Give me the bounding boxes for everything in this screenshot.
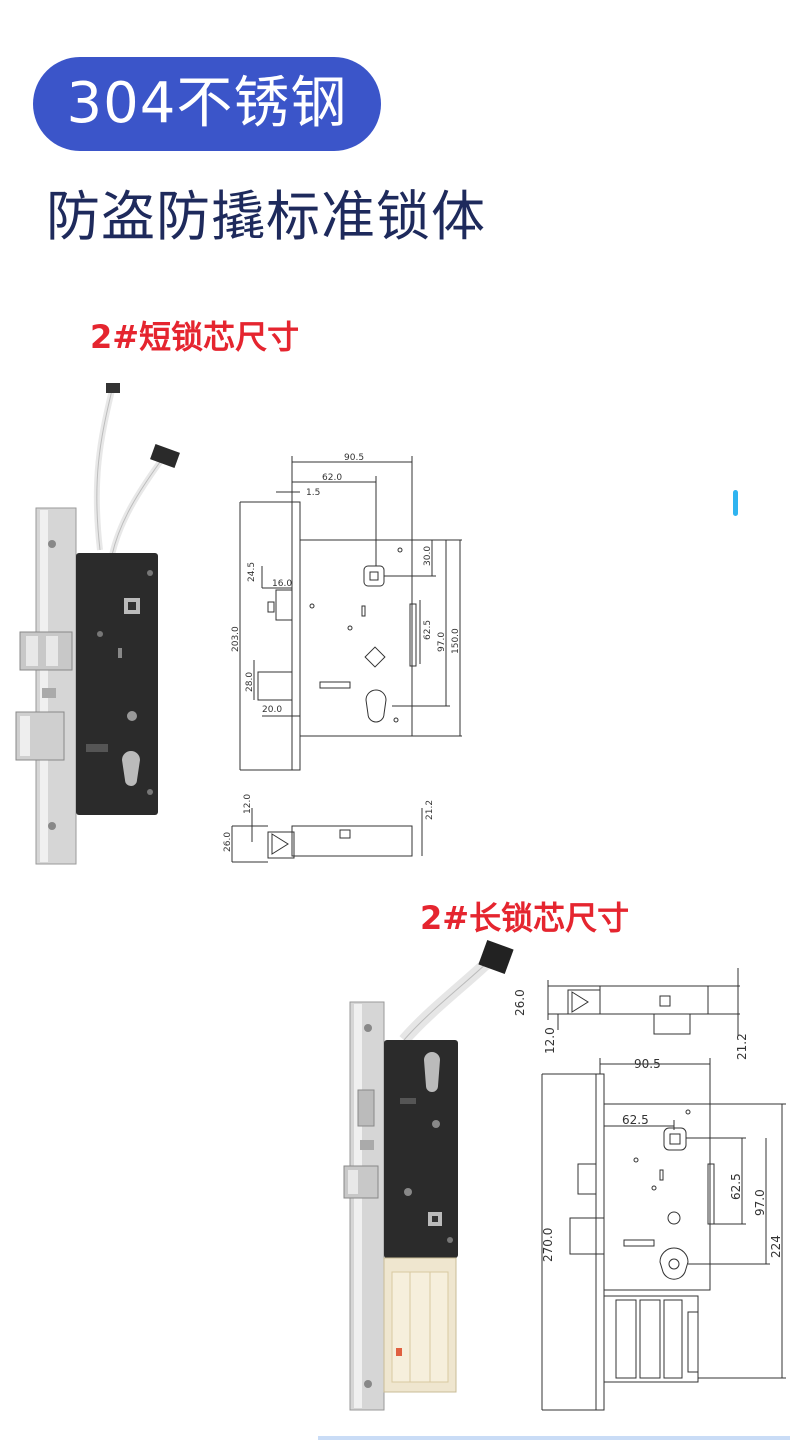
dim-12-0: 12.0: [243, 794, 253, 814]
dim-203-0: 203.0: [231, 626, 241, 652]
dim-top-26: 26.0: [513, 989, 527, 1016]
long-lock-title: 2#长锁芯尺寸: [420, 899, 630, 937]
dim-97-0: 97.0: [437, 632, 447, 652]
accent-mark: [733, 490, 738, 516]
dim-62-5-long: 62.5: [729, 1173, 743, 1200]
dim-1-5: 1.5: [306, 488, 320, 498]
bottom-divider: [318, 1436, 790, 1440]
dim-62-0: 62.0: [322, 473, 342, 483]
page-headline: 防盗防撬标准锁体: [46, 185, 486, 248]
dim-90-5: 90.5: [344, 453, 364, 463]
dim-62-5-width: 62.5: [622, 1113, 649, 1127]
dim-top-12: 12.0: [543, 1027, 557, 1054]
dim-62-5: 62.5: [423, 620, 433, 640]
dim-270-0: 270.0: [541, 1228, 555, 1262]
dim-26-0: 26.0: [223, 832, 233, 852]
dim-90-5-long: 90.5: [634, 1057, 661, 1071]
dim-24-5: 24.5: [247, 562, 257, 582]
dim-224: 224: [769, 1235, 783, 1258]
dim-30-0: 30.0: [423, 546, 433, 566]
short-lock-title: 2#短锁芯尺寸: [90, 318, 300, 356]
dim-16-0: 16.0: [272, 579, 292, 589]
dim-28-0: 28.0: [245, 672, 255, 692]
dim-20-0: 20.0: [262, 705, 282, 715]
material-badge: 304不锈钢: [33, 57, 381, 151]
dim-top-21-2: 21.2: [735, 1033, 749, 1060]
dim-21-2: 21.2: [425, 800, 435, 820]
dim-150-0: 150.0: [451, 628, 461, 654]
dim-97-0-long: 97.0: [753, 1189, 767, 1216]
